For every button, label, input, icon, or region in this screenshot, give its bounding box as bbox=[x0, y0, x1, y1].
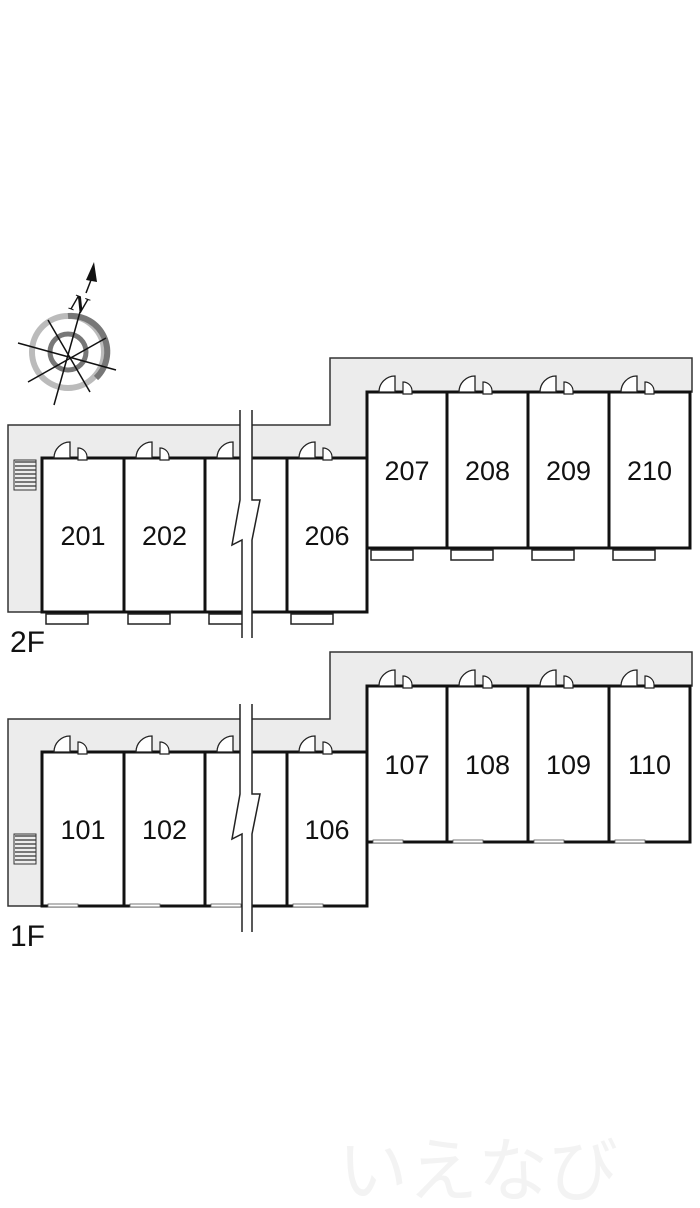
unit-110[interactable]: 110 bbox=[607, 669, 692, 844]
door-icon bbox=[298, 441, 316, 459]
unit-102[interactable]: 102 bbox=[122, 735, 207, 908]
small-door-icon bbox=[159, 447, 170, 461]
door-icon bbox=[135, 735, 153, 753]
floor-1f: 101 102 106 107 108 109 110 1F bbox=[7, 651, 693, 953]
door-icon bbox=[458, 669, 476, 687]
door-icon bbox=[53, 735, 71, 753]
window bbox=[452, 839, 484, 844]
window bbox=[614, 839, 646, 844]
small-door-icon bbox=[402, 381, 413, 395]
small-door-icon bbox=[563, 381, 574, 395]
watermark: いえなび bbox=[338, 1130, 618, 1208]
unit-number: 207 bbox=[384, 456, 429, 486]
unit-number: 101 bbox=[60, 815, 105, 845]
small-door-icon bbox=[402, 675, 413, 689]
balcony bbox=[127, 613, 171, 625]
unit-108[interactable]: 108 bbox=[445, 669, 530, 844]
floor-label: 1F bbox=[10, 920, 45, 953]
window bbox=[47, 903, 79, 908]
small-door-icon bbox=[644, 381, 655, 395]
balcony bbox=[370, 549, 414, 561]
balcony bbox=[612, 549, 656, 561]
small-door-icon bbox=[77, 741, 88, 755]
door-icon bbox=[298, 735, 316, 753]
balcony bbox=[450, 549, 494, 561]
break-line bbox=[231, 704, 261, 932]
door-icon bbox=[216, 735, 234, 753]
small-door-icon bbox=[644, 675, 655, 689]
compass-icon: N bbox=[17, 262, 117, 406]
small-door-icon bbox=[159, 741, 170, 755]
door-icon bbox=[539, 669, 557, 687]
small-door-icon bbox=[77, 447, 88, 461]
window bbox=[533, 839, 565, 844]
window bbox=[372, 839, 404, 844]
unit-number: 108 bbox=[465, 750, 510, 780]
door-icon bbox=[378, 375, 396, 393]
door-icon bbox=[458, 375, 476, 393]
window bbox=[129, 903, 161, 908]
window bbox=[210, 903, 242, 908]
unit-number: 107 bbox=[384, 750, 429, 780]
unit-208[interactable]: 208 bbox=[445, 375, 530, 561]
small-door-icon bbox=[322, 741, 333, 755]
unit-number: 102 bbox=[142, 815, 187, 845]
unit-number: 208 bbox=[465, 456, 510, 486]
door-icon bbox=[378, 669, 396, 687]
small-door-icon bbox=[563, 675, 574, 689]
unit-106[interactable]: 106 bbox=[285, 735, 369, 908]
unit-number: 210 bbox=[627, 456, 672, 486]
small-door-icon bbox=[482, 381, 493, 395]
door-icon bbox=[620, 375, 638, 393]
unit-109[interactable]: 109 bbox=[526, 669, 611, 844]
door-icon bbox=[620, 669, 638, 687]
door-icon bbox=[53, 441, 71, 459]
unit-202[interactable]: 202 bbox=[122, 441, 207, 625]
balcony bbox=[290, 613, 334, 625]
unit-209[interactable]: 209 bbox=[526, 375, 611, 561]
door-icon bbox=[539, 375, 557, 393]
balcony bbox=[531, 549, 575, 561]
stairs-icon bbox=[13, 833, 37, 865]
unit-207[interactable]: 207 bbox=[365, 375, 449, 561]
floor-2f: 201 202 206 207 208 209 210 2F bbox=[7, 357, 693, 659]
unit-number: 209 bbox=[546, 456, 591, 486]
unit-number: 109 bbox=[546, 750, 591, 780]
balcony bbox=[45, 613, 89, 625]
stairs-icon bbox=[13, 459, 37, 491]
small-door-icon bbox=[322, 447, 333, 461]
unit-number: 106 bbox=[304, 815, 349, 845]
unit-107[interactable]: 107 bbox=[365, 669, 449, 844]
door-icon bbox=[135, 441, 153, 459]
unit-201[interactable]: 201 bbox=[40, 441, 126, 625]
unit-210[interactable]: 210 bbox=[607, 375, 692, 561]
unit-206[interactable]: 206 bbox=[285, 441, 369, 625]
break-line bbox=[231, 410, 261, 638]
door-icon bbox=[216, 441, 234, 459]
small-door-icon bbox=[482, 675, 493, 689]
floor-label: 2F bbox=[10, 626, 45, 659]
unit-number: 206 bbox=[304, 521, 349, 551]
unit-number: 110 bbox=[628, 750, 671, 780]
unit-number: 201 bbox=[60, 521, 105, 551]
unit-number: 202 bbox=[142, 521, 187, 551]
window bbox=[292, 903, 324, 908]
unit-101[interactable]: 101 bbox=[40, 735, 126, 908]
